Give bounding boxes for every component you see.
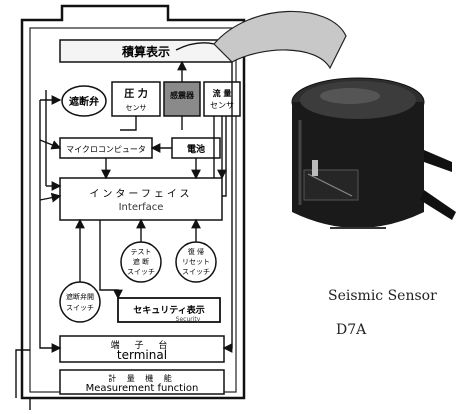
- security-display-label: セキュリティ表示: [133, 304, 204, 316]
- test-switch-label-1: テスト: [131, 248, 152, 256]
- valve-open-switch-block: [59, 281, 101, 323]
- integrated-display-label: 積算表示: [121, 44, 170, 59]
- reset-switch-label-1: 復 帰: [188, 247, 204, 256]
- terminal-label-en: terminal: [117, 348, 167, 362]
- pressure-sensor-sublabel: センサ: [126, 104, 147, 112]
- flow-sensor-label-2: センサ: [210, 101, 234, 110]
- pressure-sensor-label: 圧 力: [124, 87, 147, 100]
- flow-sensor-block: [203, 81, 241, 117]
- shutoff-valve-block: [61, 85, 107, 117]
- reset-switch-label-2: リセット: [182, 258, 210, 266]
- valve-open-switch-label-1: 遮断弁開: [66, 292, 94, 301]
- measurement-label-en: Measurement function: [86, 383, 199, 394]
- measurement-label-jp: 計 量 機 能: [108, 373, 176, 383]
- shutoff-valve-label: 遮断弁: [69, 95, 99, 108]
- interface-label-jp: インターフェイス: [89, 188, 192, 200]
- seismic-sensor-label: 感震器: [170, 90, 195, 100]
- flow-sensor-label-1: 流 量: [213, 88, 232, 98]
- sensor-caption-title: Seismic Sensor: [328, 288, 437, 304]
- security-display-block: [117, 297, 221, 323]
- meter-housing-outline: [20, 4, 246, 400]
- valve-open-switch-label-2: スイッチ: [66, 304, 94, 312]
- sensor-caption-model: D7A: [336, 322, 367, 338]
- test-switch-label-3: スイッチ: [127, 268, 155, 276]
- seismic-sensor-photo: [291, 77, 456, 229]
- callout-band: [213, 10, 347, 70]
- terminal-label-jp: 端 子 台: [111, 339, 174, 351]
- test-switch-label-2: 遮 断: [133, 257, 149, 266]
- battery-label: 電池: [187, 143, 205, 155]
- security-display-sublabel: Security: [176, 316, 201, 323]
- connector-lines: [15, 42, 233, 410]
- microcomputer-label: マイクロコンピュータ: [66, 145, 146, 154]
- reset-switch-label-3: スイッチ: [182, 268, 210, 276]
- measurement-block: [59, 369, 225, 395]
- interface-label-en: Interface: [119, 202, 164, 213]
